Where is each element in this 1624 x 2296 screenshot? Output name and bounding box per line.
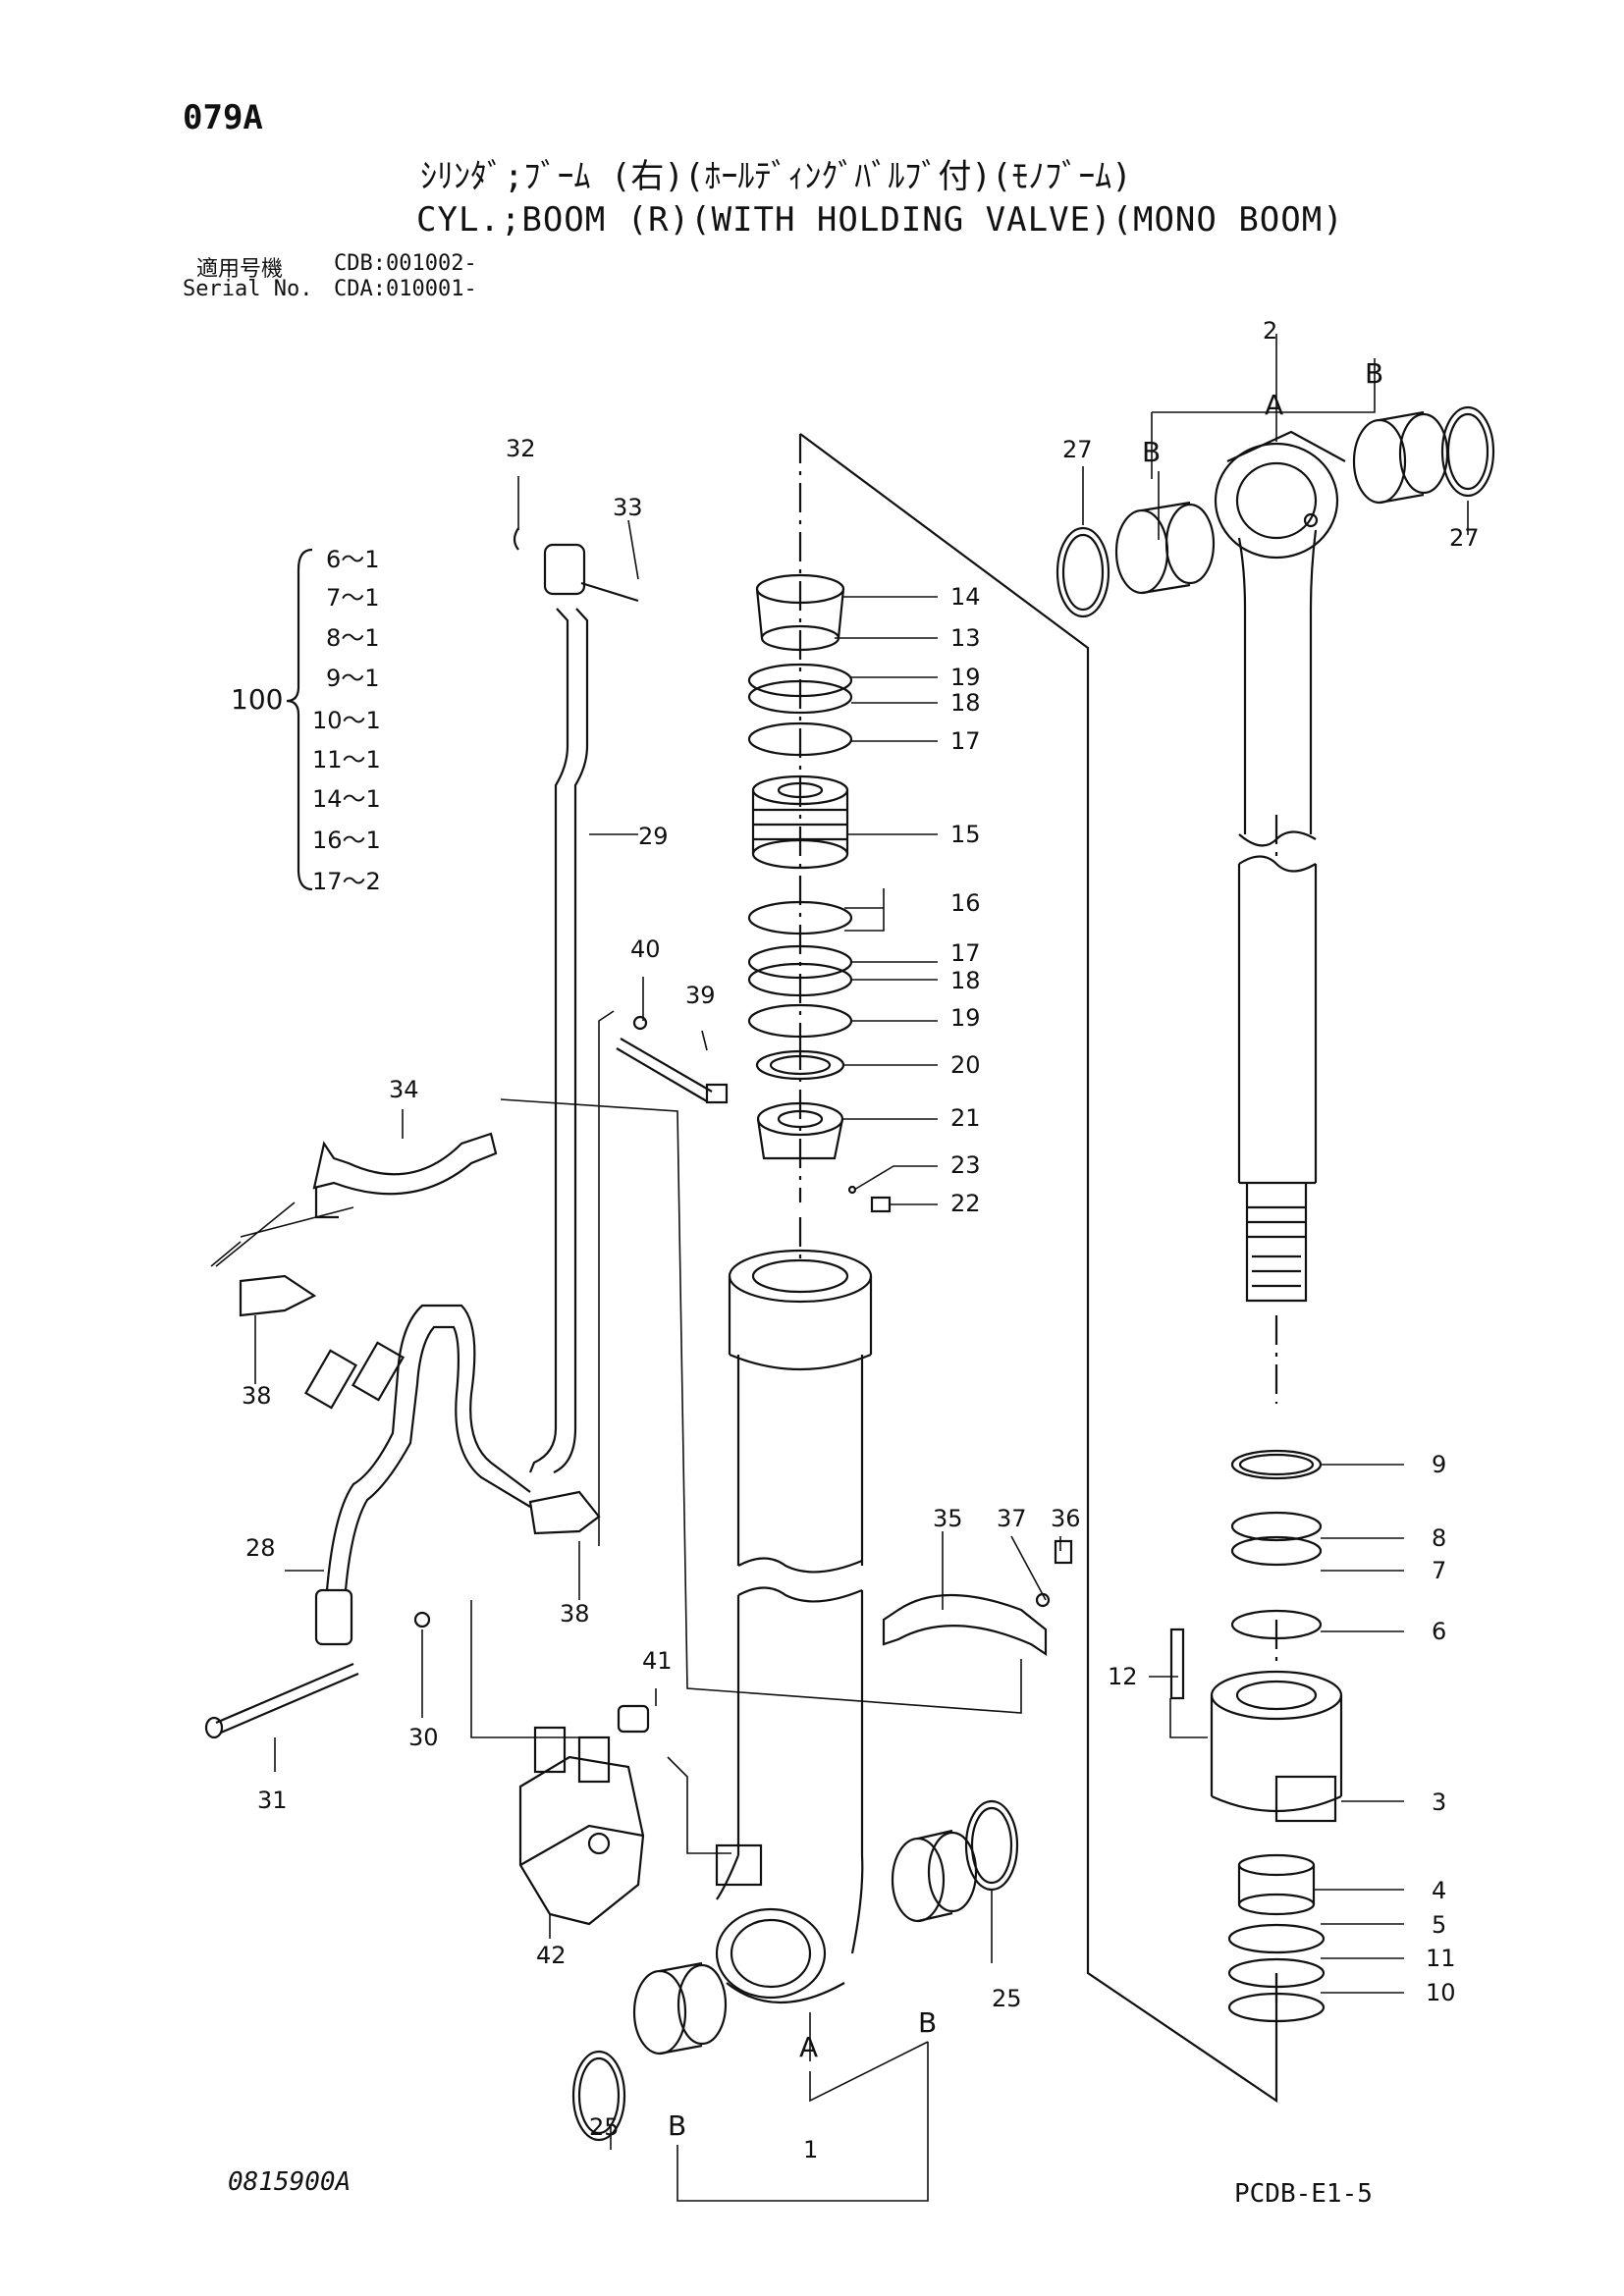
callout-22: 22 bbox=[950, 1190, 981, 1217]
marker-a-bottom: A bbox=[799, 2031, 818, 2063]
pipe-28 bbox=[304, 1304, 531, 1646]
callout-36: 36 bbox=[1051, 1505, 1081, 1532]
callout-23: 23 bbox=[950, 1151, 981, 1179]
callout-5: 5 bbox=[1432, 1911, 1446, 1939]
callout-27: 27 bbox=[1062, 436, 1093, 463]
callout-39: 39 bbox=[685, 982, 716, 1009]
seal-stack bbox=[747, 573, 892, 1213]
kit-list: 100 6～1 7～1 8～1 9～1 10～1 11～1 14～1 16～1 … bbox=[231, 546, 381, 895]
kit-item: 8～1 bbox=[326, 624, 380, 652]
callout-20: 20 bbox=[950, 1051, 981, 1079]
callout-25: 25 bbox=[992, 1985, 1022, 2012]
marker-b-bottom-left: B bbox=[668, 2109, 686, 2142]
callout-3: 3 bbox=[1432, 1789, 1446, 1816]
kit-item: 9～1 bbox=[326, 665, 380, 692]
serial-label-en: Serial No. bbox=[183, 277, 313, 301]
callout-18: 18 bbox=[950, 689, 981, 717]
callout-8: 8 bbox=[1432, 1524, 1446, 1552]
callout-35: 35 bbox=[933, 1505, 963, 1532]
leader-lines bbox=[210, 334, 1469, 2202]
kit-item: 10～1 bbox=[312, 707, 381, 734]
clamps bbox=[239, 1132, 1048, 1657]
callout-40: 40 bbox=[630, 935, 661, 963]
callout-34: 34 bbox=[389, 1076, 419, 1103]
piston-rod bbox=[1237, 855, 1318, 1303]
marker-b-top-right: B bbox=[1365, 357, 1383, 390]
kit-item: 16～1 bbox=[312, 827, 381, 854]
kit-brace bbox=[286, 548, 313, 891]
callout-11: 11 bbox=[1426, 1945, 1456, 1972]
page-code: 079A bbox=[183, 98, 263, 137]
callout-38: 38 bbox=[560, 1600, 590, 1628]
title-english: CYL.;BOOM (R)(WITH HOLDING VALVE)(MONO B… bbox=[416, 200, 1344, 240]
callout-25: 25 bbox=[589, 2113, 620, 2141]
callout-32: 32 bbox=[506, 435, 536, 462]
callout-21: 21 bbox=[950, 1104, 981, 1132]
callout-16: 16 bbox=[950, 889, 981, 917]
title-japanese: ｼﾘﾝﾀﾞ;ﾌﾞｰﾑ (右)(ﾎｰﾙﾃﾞｨﾝｸﾞﾊﾞﾙﾌﾞ付)(ﾓﾉﾌﾞｰﾑ) bbox=[420, 157, 1132, 196]
callout-42: 42 bbox=[536, 1942, 567, 1969]
callout-7: 7 bbox=[1432, 1557, 1446, 1584]
callout-17: 17 bbox=[950, 939, 981, 967]
callout-9: 9 bbox=[1432, 1451, 1446, 1478]
callout-28: 28 bbox=[245, 1534, 276, 1562]
drawing-number: 0815900A bbox=[228, 2167, 352, 2197]
serial-value-2: CDA:010001- bbox=[334, 277, 477, 301]
callout-41: 41 bbox=[642, 1647, 673, 1675]
callout-10: 10 bbox=[1426, 1979, 1456, 2006]
holding-valve bbox=[518, 1726, 645, 1926]
kit-number: 100 bbox=[231, 683, 283, 716]
page-reference: PCDB-E1-5 bbox=[1234, 2179, 1373, 2209]
callout-37: 37 bbox=[997, 1505, 1027, 1532]
marker-b-bottom-right: B bbox=[918, 2006, 937, 2039]
callout-19: 19 bbox=[950, 664, 981, 691]
callout-6: 6 bbox=[1432, 1618, 1446, 1645]
pipe-29 bbox=[513, 527, 639, 1474]
letter-markers: A B B A B B bbox=[668, 357, 1383, 2142]
callout-13: 13 bbox=[950, 624, 981, 652]
cylinder-tube-part-1 bbox=[715, 1249, 873, 2004]
callout-labels: 1 2 3 4 5 6 7 8 9 10 11 12 13 14 15 16 1… bbox=[242, 317, 1480, 2163]
callout-14: 14 bbox=[950, 583, 981, 611]
kit-item: 17～2 bbox=[312, 868, 381, 895]
top-bushings bbox=[1056, 405, 1495, 618]
callout-15: 15 bbox=[950, 821, 981, 848]
callout-1: 1 bbox=[803, 2136, 818, 2163]
rod-head-part-2 bbox=[1214, 430, 1346, 847]
callout-33: 33 bbox=[613, 494, 643, 521]
bottom-bushings bbox=[571, 1799, 1019, 2142]
marker-b-top-left: B bbox=[1142, 436, 1161, 468]
section-boundary-lines bbox=[798, 433, 1278, 2104]
serial-label-jp: 適用号機 bbox=[196, 257, 284, 282]
callout-17: 17 bbox=[950, 727, 981, 755]
callout-27: 27 bbox=[1449, 524, 1480, 552]
kit-item: 11～1 bbox=[312, 746, 381, 774]
callout-29: 29 bbox=[638, 823, 669, 850]
callout-12: 12 bbox=[1108, 1663, 1138, 1690]
bolts bbox=[204, 1015, 1073, 1739]
callout-18: 18 bbox=[950, 967, 981, 994]
callout-30: 30 bbox=[408, 1724, 439, 1751]
callout-38: 38 bbox=[242, 1382, 272, 1410]
callout-19: 19 bbox=[950, 1004, 981, 1032]
kit-item: 6～1 bbox=[326, 546, 380, 573]
piston-parts bbox=[1169, 1449, 1343, 2023]
marker-a-top: A bbox=[1265, 389, 1283, 421]
callout-4: 4 bbox=[1432, 1877, 1446, 1904]
kit-item: 14～1 bbox=[312, 785, 381, 813]
serial-value-1: CDB:001002- bbox=[334, 251, 477, 276]
callout-2: 2 bbox=[1263, 317, 1277, 345]
kit-item: 7～1 bbox=[326, 584, 380, 612]
callout-31: 31 bbox=[257, 1787, 288, 1814]
